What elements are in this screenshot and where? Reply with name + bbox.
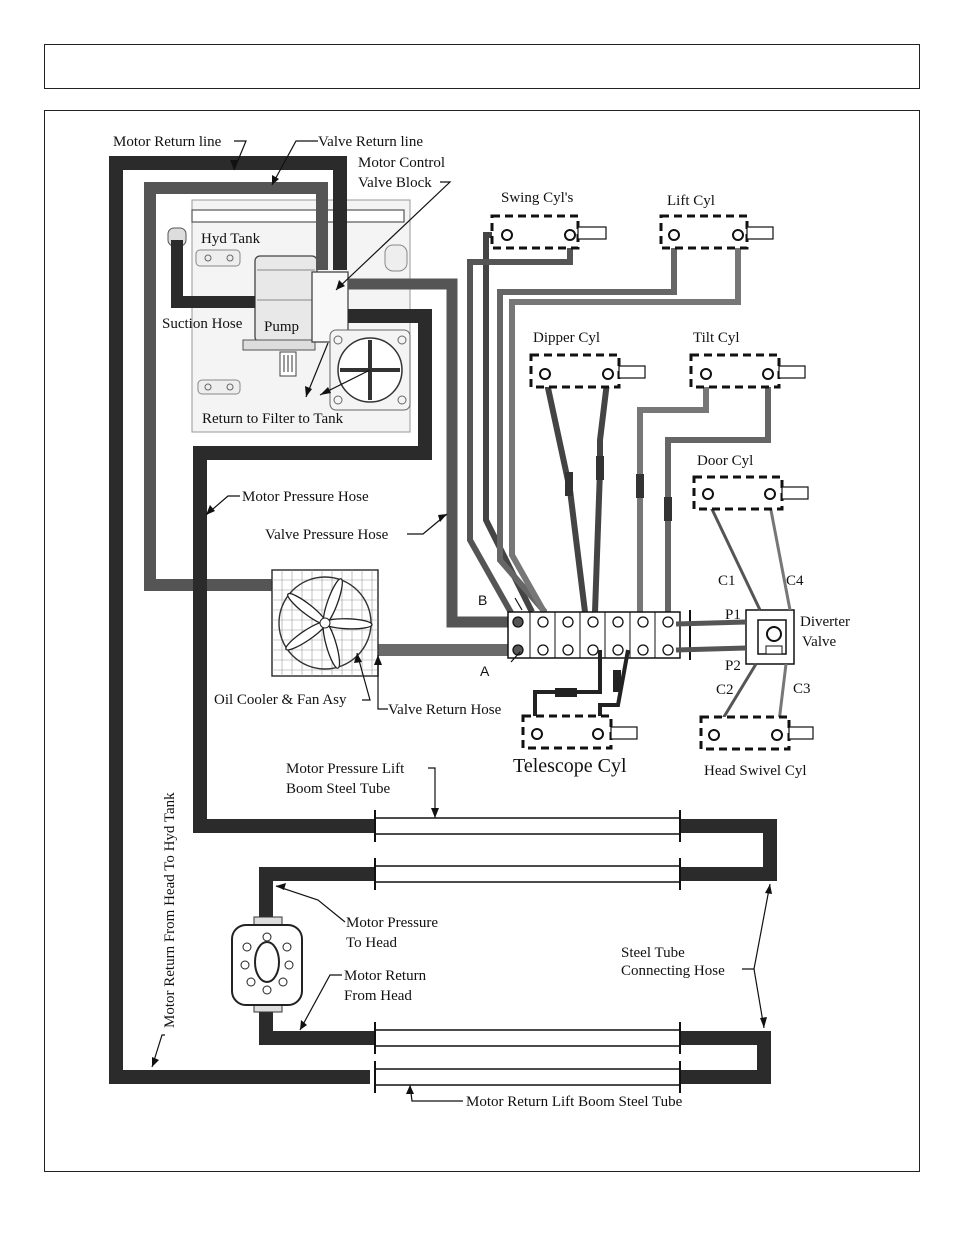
label-suction-hose: Suction Hose: [162, 316, 243, 332]
arrow-heads: [152, 160, 772, 1094]
label-motor-pressure-hose: Motor Pressure Hose: [242, 489, 369, 505]
diverter-valve: [675, 504, 795, 731]
label-to-head: To Head: [346, 935, 398, 951]
label-p1: P1: [725, 607, 741, 623]
suction-hose: [171, 240, 255, 308]
head-swivel-cyl: [699, 715, 814, 751]
tilt-cyl: [689, 353, 806, 389]
motor-return-from-head: [259, 1002, 375, 1045]
label-connecting-hose: Connecting Hose: [621, 963, 725, 979]
door-cyl: [692, 475, 809, 511]
label-port-b: B: [478, 592, 487, 608]
hose-crimps: [565, 456, 672, 521]
label-motor-return-from: Motor Return: [344, 968, 427, 984]
label-c2: C2: [716, 682, 734, 698]
pressure-steel-tube-connecting-hose: [680, 819, 777, 881]
leader-lines: [151, 140, 771, 1102]
label-motor-return-lift-boom: Motor Return Lift Boom Steel Tube: [466, 1094, 683, 1110]
label-hyd-tank: Hyd Tank: [201, 231, 261, 247]
label-motor-control: Motor Control: [358, 155, 445, 171]
return-steel-tube-connecting-hose: [680, 1031, 771, 1084]
label-c3: C3: [793, 681, 811, 697]
label-motor-pressure-to: Motor Pressure: [346, 915, 438, 931]
label-valve-return-line: Valve Return line: [318, 134, 423, 150]
label-boom-steel-tube: Boom Steel Tube: [286, 781, 391, 797]
motor-pressure-to-head: [259, 867, 375, 925]
motor-return-line: [109, 156, 370, 1084]
control-valve-block: [507, 610, 691, 660]
cylinders: [490, 214, 814, 751]
label-p2: P2: [725, 658, 741, 674]
head-motor: [231, 916, 303, 1013]
valve-return-line: [144, 182, 328, 591]
label-valve-return-hose: Valve Return Hose: [388, 702, 502, 718]
label-diverter: Diverter: [800, 614, 850, 630]
label-lift-cyl: Lift Cyl: [667, 193, 715, 209]
dipper-cyl: [529, 353, 646, 389]
label-c1: C1: [718, 573, 736, 589]
pump: [242, 255, 349, 377]
label-return-to-filter: Return to Filter to Tank: [202, 411, 344, 427]
hose-network: [109, 156, 777, 1084]
label-motor-return-line: Motor Return line: [113, 134, 222, 150]
label-port-a: A: [480, 663, 490, 679]
header-box: [44, 44, 920, 89]
label-valve-pressure-hose: Valve Pressure Hose: [265, 527, 389, 543]
telescope-cyl: [521, 714, 638, 750]
label-door-cyl: Door Cyl: [697, 453, 753, 469]
label-motor-pressure-lift: Motor Pressure Lift: [286, 761, 405, 777]
label-steel-tube: Steel Tube: [621, 945, 685, 961]
diagram-frame: [44, 110, 920, 1172]
label-dipper-cyl: Dipper Cyl: [533, 330, 600, 346]
label-telescope-cyl: Telescope Cyl: [513, 755, 627, 777]
motor-pressure-hose: [193, 309, 432, 833]
valve-pressure-hose: [348, 278, 510, 628]
label-swing-cyls: Swing Cyl's: [501, 190, 573, 206]
label-diverter-valve: Valve: [802, 634, 836, 650]
label-motor-return-vertical: Motor Return From Head To Hyd Tank: [162, 792, 178, 1028]
telescope-crimp-b: [613, 670, 621, 692]
label-pump: Pump: [264, 319, 299, 335]
swing-cyl: [490, 214, 607, 250]
lift-cyl: [659, 214, 774, 250]
label-tilt-cyl: Tilt Cyl: [693, 330, 740, 346]
steel-tubes: [374, 810, 681, 1093]
label-from-head: From Head: [344, 988, 412, 1004]
labels: Motor Return line Valve Return line Moto…: [113, 134, 850, 1110]
oil-cooler-fan: [271, 569, 379, 677]
label-oil-cooler: Oil Cooler & Fan Asy: [214, 692, 347, 708]
label-valve-block: Valve Block: [358, 175, 432, 191]
label-c4: C4: [786, 573, 804, 589]
label-head-swivel-cyl: Head Swivel Cyl: [704, 763, 807, 779]
telescope-crimp-a: [555, 688, 577, 697]
